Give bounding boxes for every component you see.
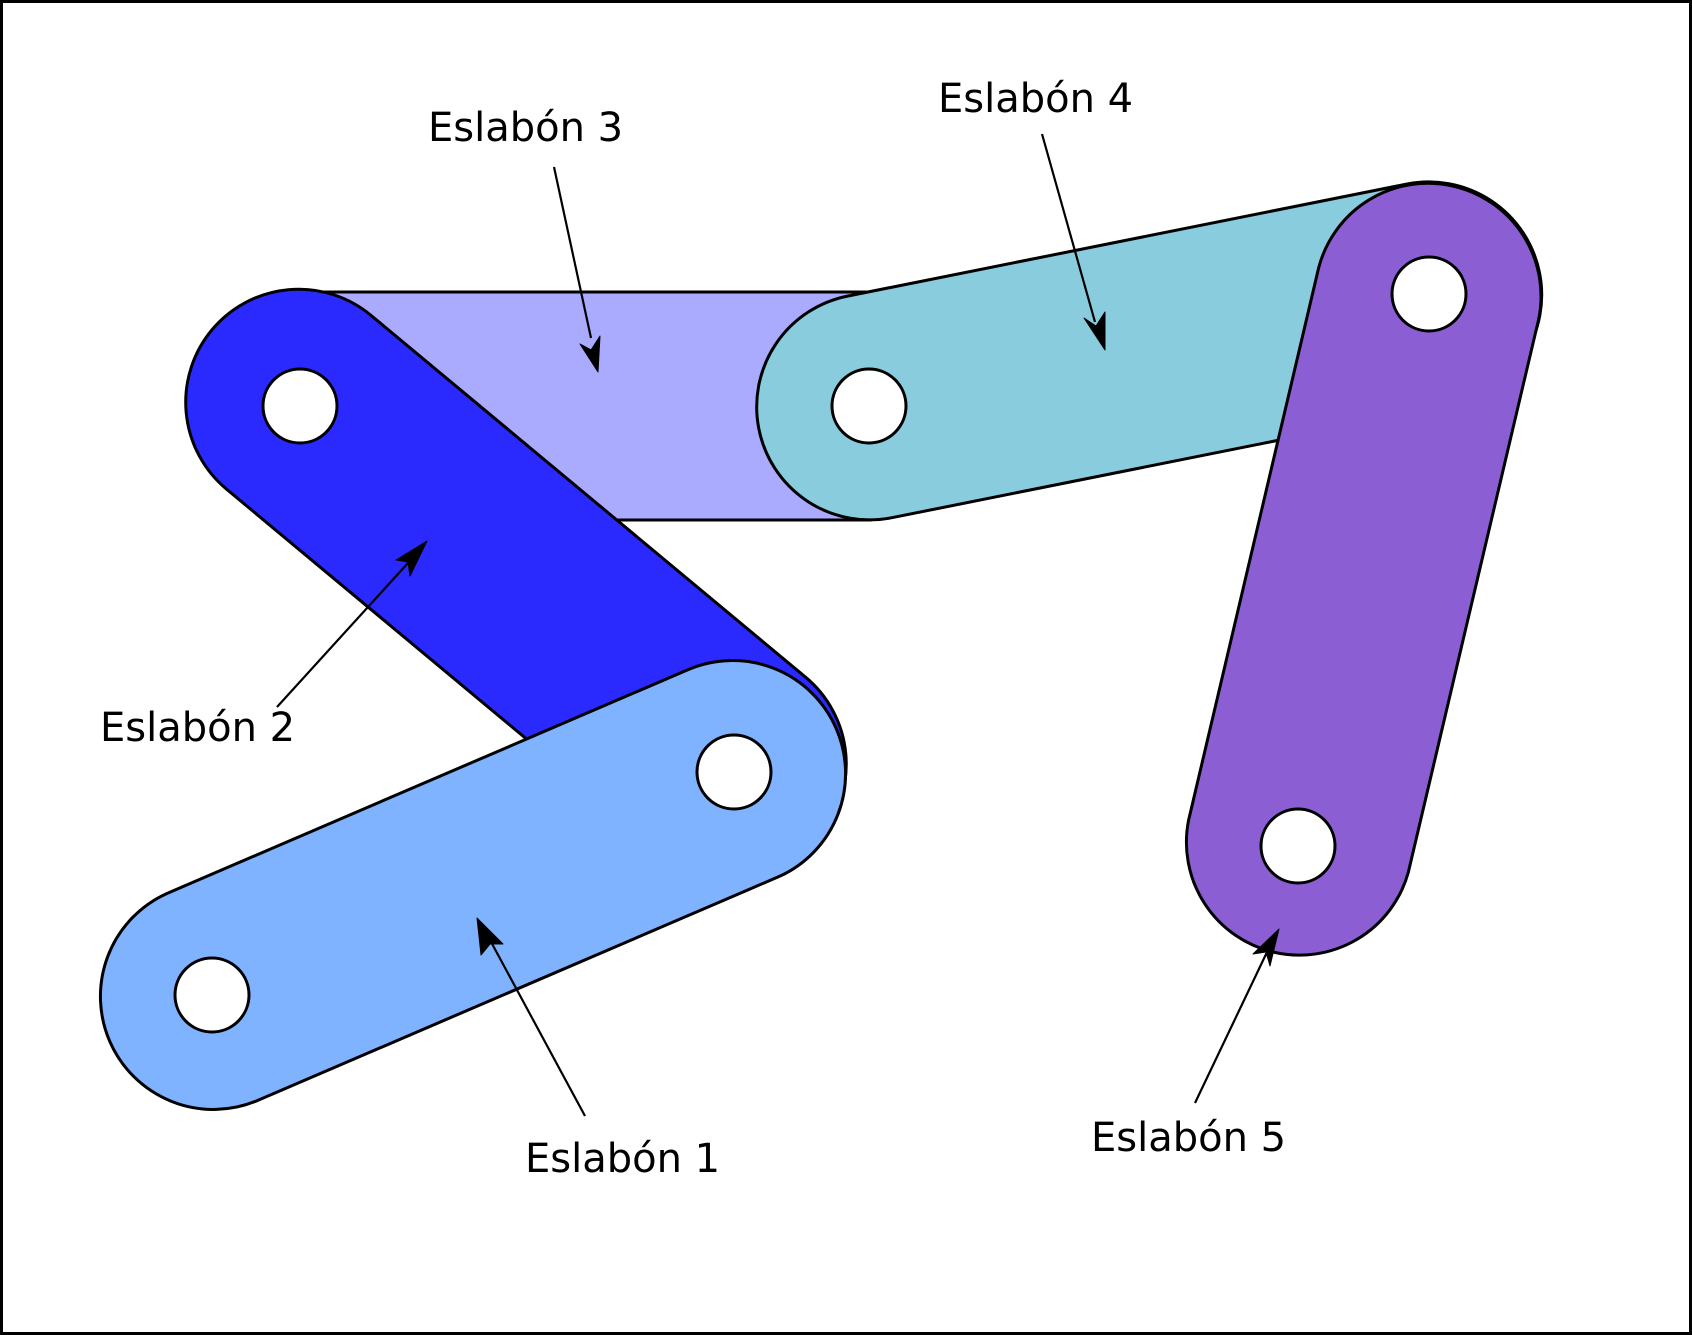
leader-eslabon-2 [276, 540, 428, 708]
label-eslabon-5: Eslabón 5 [1091, 1115, 1286, 1161]
pin-hole [1259, 807, 1337, 885]
link-1-body [98, 659, 848, 1111]
arrowhead-icon [1252, 928, 1280, 967]
label-eslabon-1: Eslabón 1 [525, 1136, 720, 1182]
pin-hole [173, 956, 251, 1034]
arrowhead-icon [395, 540, 428, 577]
pin-hole [695, 733, 773, 811]
pin-hole [830, 367, 908, 445]
pin-hole [1390, 255, 1468, 333]
pin-hole [261, 367, 339, 445]
arrowhead-icon [579, 335, 601, 373]
arrowhead-icon [1083, 311, 1106, 351]
arrowhead-icon [476, 917, 504, 956]
leader-eslabon-4 [1040, 133, 1106, 351]
leader-eslabon-5 [1194, 928, 1280, 1104]
leader-eslabon-3 [552, 166, 601, 373]
label-eslabon-4: Eslabón 4 [938, 76, 1133, 122]
leader-eslabon-1 [476, 917, 586, 1117]
label-eslabon-2: Eslabón 2 [100, 705, 295, 751]
link-5-body [1185, 181, 1543, 957]
label-eslabon-3: Eslabón 3 [428, 105, 623, 151]
